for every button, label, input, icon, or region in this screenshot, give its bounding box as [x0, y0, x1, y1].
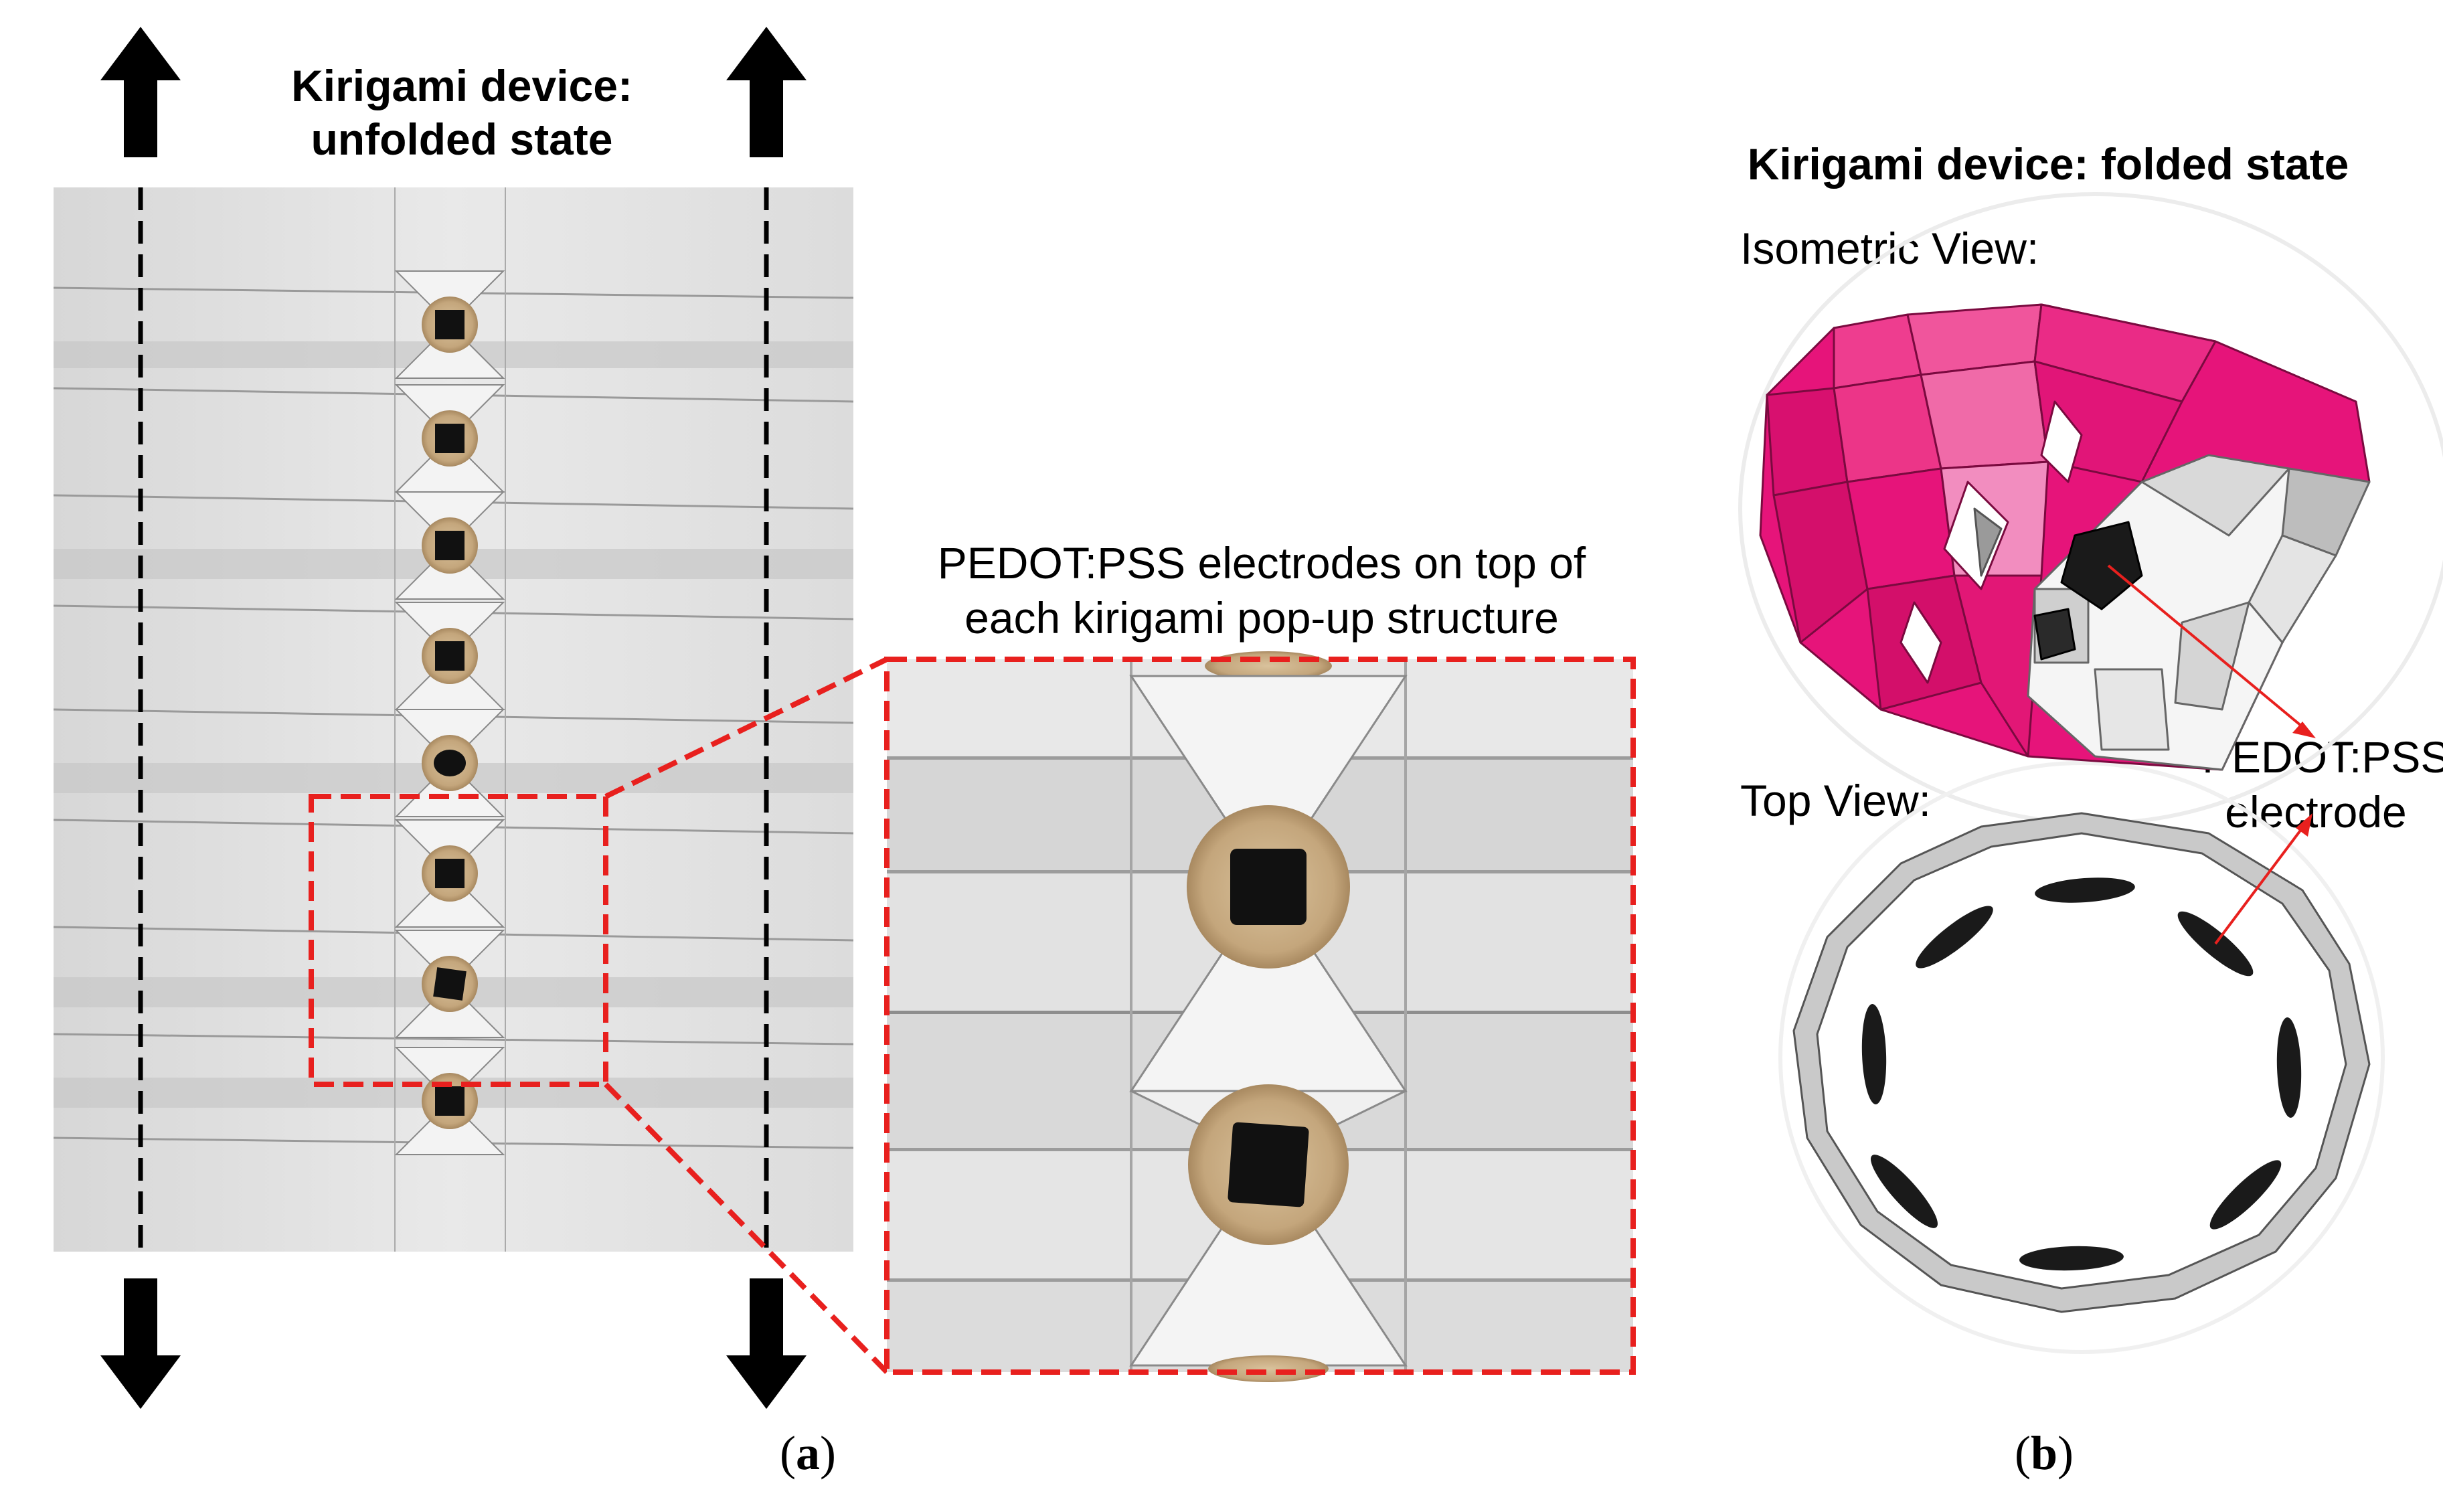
arrow-up-right-icon: [726, 27, 807, 157]
electrode-pointer-arrow-icon: [2107, 564, 2316, 738]
electrode-icon: [2019, 1246, 2124, 1271]
highlight-box: [309, 794, 608, 1087]
electrode-label-line1: PEDOT:PSS: [2202, 732, 2443, 782]
zoom-caption-line1: PEDOT:PSS electrodes on top of: [937, 538, 1586, 588]
popup-unit: [394, 384, 505, 493]
zoom-caption-line2: each kirigami pop-up structure: [964, 593, 1559, 643]
inset-popup-unit: [1129, 1084, 1408, 1367]
panel-a-letter: a: [795, 1426, 820, 1480]
popup-unit: [394, 930, 505, 1038]
panel-b-label: (b): [2015, 1426, 2074, 1480]
electrode-icon: [1871, 1155, 1938, 1228]
zoom-caption: PEDOT:PSS electrodes on top of each kiri…: [870, 535, 1653, 645]
electrode-icon: [2035, 877, 2135, 903]
electrode-icon: [2033, 608, 2076, 661]
isometric-folded-device: [1759, 303, 2371, 771]
top-view-label: Top View:: [1740, 776, 1931, 825]
zoom-connector-bottom: [604, 1082, 889, 1374]
popup-unit: [394, 819, 505, 928]
arrow-up-left-icon: [100, 27, 181, 157]
unfolded-device-photo: [53, 187, 854, 1252]
zoom-connector-top: [604, 657, 888, 799]
popup-unit: [394, 709, 505, 817]
isometric-view-label: Isometric View:: [1740, 224, 2039, 273]
panel-a-title: Kirigami device: unfolded state: [221, 59, 703, 166]
zoomed-inset-photo: [884, 651, 1636, 1382]
panel-b-title: Kirigami device: folded state: [1747, 139, 2349, 189]
electrode-icon: [1861, 1004, 1887, 1104]
panel-a-label: (a): [780, 1426, 836, 1480]
popup-unit: [394, 491, 505, 600]
electrode-icon: [2276, 1017, 2302, 1118]
electrode-pointer-arrow-icon: [2214, 813, 2312, 945]
electrode-icon: [2209, 1160, 2282, 1230]
panel-b-letter: b: [2030, 1426, 2058, 1480]
arrow-down-right-icon: [726, 1278, 807, 1409]
panel-a-title-line2: unfolded state: [311, 114, 613, 164]
electrode-icon: [1916, 906, 1993, 969]
arrow-down-left-icon: [100, 1278, 181, 1409]
electrode-label-line2: electrode: [2225, 787, 2407, 837]
popup-unit: [394, 270, 505, 379]
electrode-icon: [2060, 521, 2143, 610]
electrode-label: PEDOT:PSS electrode: [2202, 730, 2443, 839]
inset-popup-unit: [1129, 675, 1408, 1092]
panel-a-title-line1: Kirigami device:: [291, 61, 633, 110]
